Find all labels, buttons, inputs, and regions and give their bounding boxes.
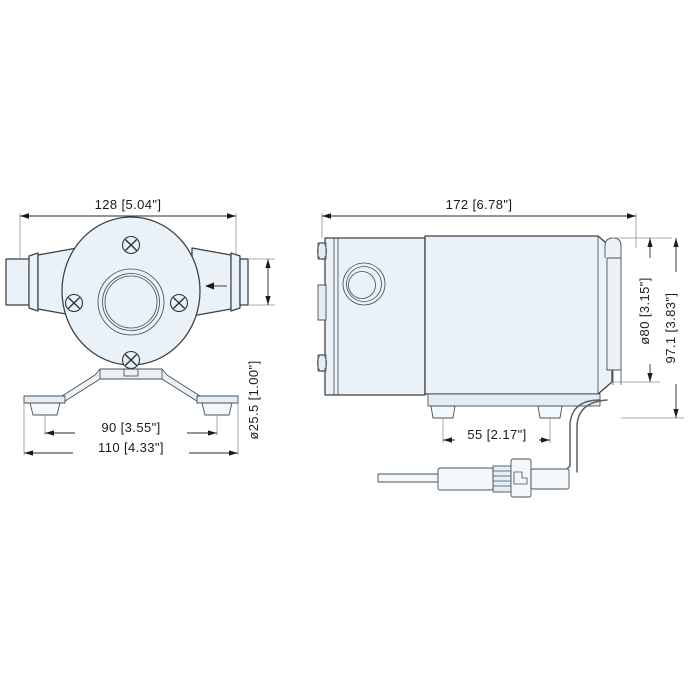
dim-label-side-foot-spacing: 55 [2.17"] xyxy=(467,427,526,442)
side-cable-clip xyxy=(604,237,622,385)
side-head-screw-bosses xyxy=(317,242,327,372)
foot-left xyxy=(23,395,66,416)
front-width-extension-lines xyxy=(19,213,237,262)
connector-ferrule xyxy=(492,465,512,493)
dim-label-front-overall-width: 128 [5.04"] xyxy=(95,197,162,212)
front-outlet-port xyxy=(191,247,249,317)
screw-bottom xyxy=(121,350,141,370)
front-bracket-feet xyxy=(23,395,239,416)
side-vertical-extension-lines xyxy=(612,237,684,419)
screw-right xyxy=(169,293,189,313)
screw-left xyxy=(64,293,84,313)
connector-sleeve-left xyxy=(437,467,494,491)
flow-direction-arrow xyxy=(205,282,227,290)
front-base-extension-lines xyxy=(23,403,239,455)
side-cable-connector xyxy=(377,458,570,498)
dim-side-overall-length: 172 [6.78"] xyxy=(322,197,636,219)
dim-label-front-base-width: 110 [4.33"] xyxy=(98,440,164,455)
dim-side-foot-spacing: 55 [2.17"] xyxy=(443,427,550,443)
side-pump-head-endplate xyxy=(324,237,426,396)
side-foot-right xyxy=(537,405,563,419)
connector-lead-wire xyxy=(377,473,439,483)
dim-front-port-diameter: ø25.5 [1.00"] xyxy=(246,258,275,440)
front-view-group: 128 [5.04"] xyxy=(5,197,275,456)
front-head-screws xyxy=(64,235,189,370)
side-motor-housing xyxy=(424,235,613,395)
side-base-plate xyxy=(427,393,601,407)
side-view-group: 172 [6.78"] xyxy=(317,197,684,498)
side-mounting-feet xyxy=(430,405,563,419)
foot-right xyxy=(196,395,239,416)
dim-label-side-body-diameter: ø80 [3.15"] xyxy=(637,277,652,345)
dim-front-foot-inner-spacing: 90 [3.55"] xyxy=(45,420,217,436)
dim-front-overall-width: 128 [5.04"] xyxy=(20,197,236,219)
dim-side-body-diameter: ø80 [3.15"] xyxy=(637,238,658,382)
dim-label-side-overall-length: 172 [6.78"] xyxy=(446,197,513,212)
side-foot-left xyxy=(430,405,456,419)
dim-side-overall-height: 97.1 [3.83"] xyxy=(663,238,684,418)
side-foot-extension-lines xyxy=(442,418,551,443)
dim-front-base-width: 110 [4.33"] xyxy=(24,440,238,456)
screw-top xyxy=(121,235,141,255)
connector-sleeve-right xyxy=(530,468,570,490)
dim-label-front-port-diameter: ø25.5 [1.00"] xyxy=(246,360,261,439)
dim-label-side-overall-height: 97.1 [3.83"] xyxy=(663,293,678,364)
side-length-extension-lines xyxy=(321,213,637,248)
dim-label-front-foot-inner-spacing: 90 [3.55"] xyxy=(101,420,160,435)
